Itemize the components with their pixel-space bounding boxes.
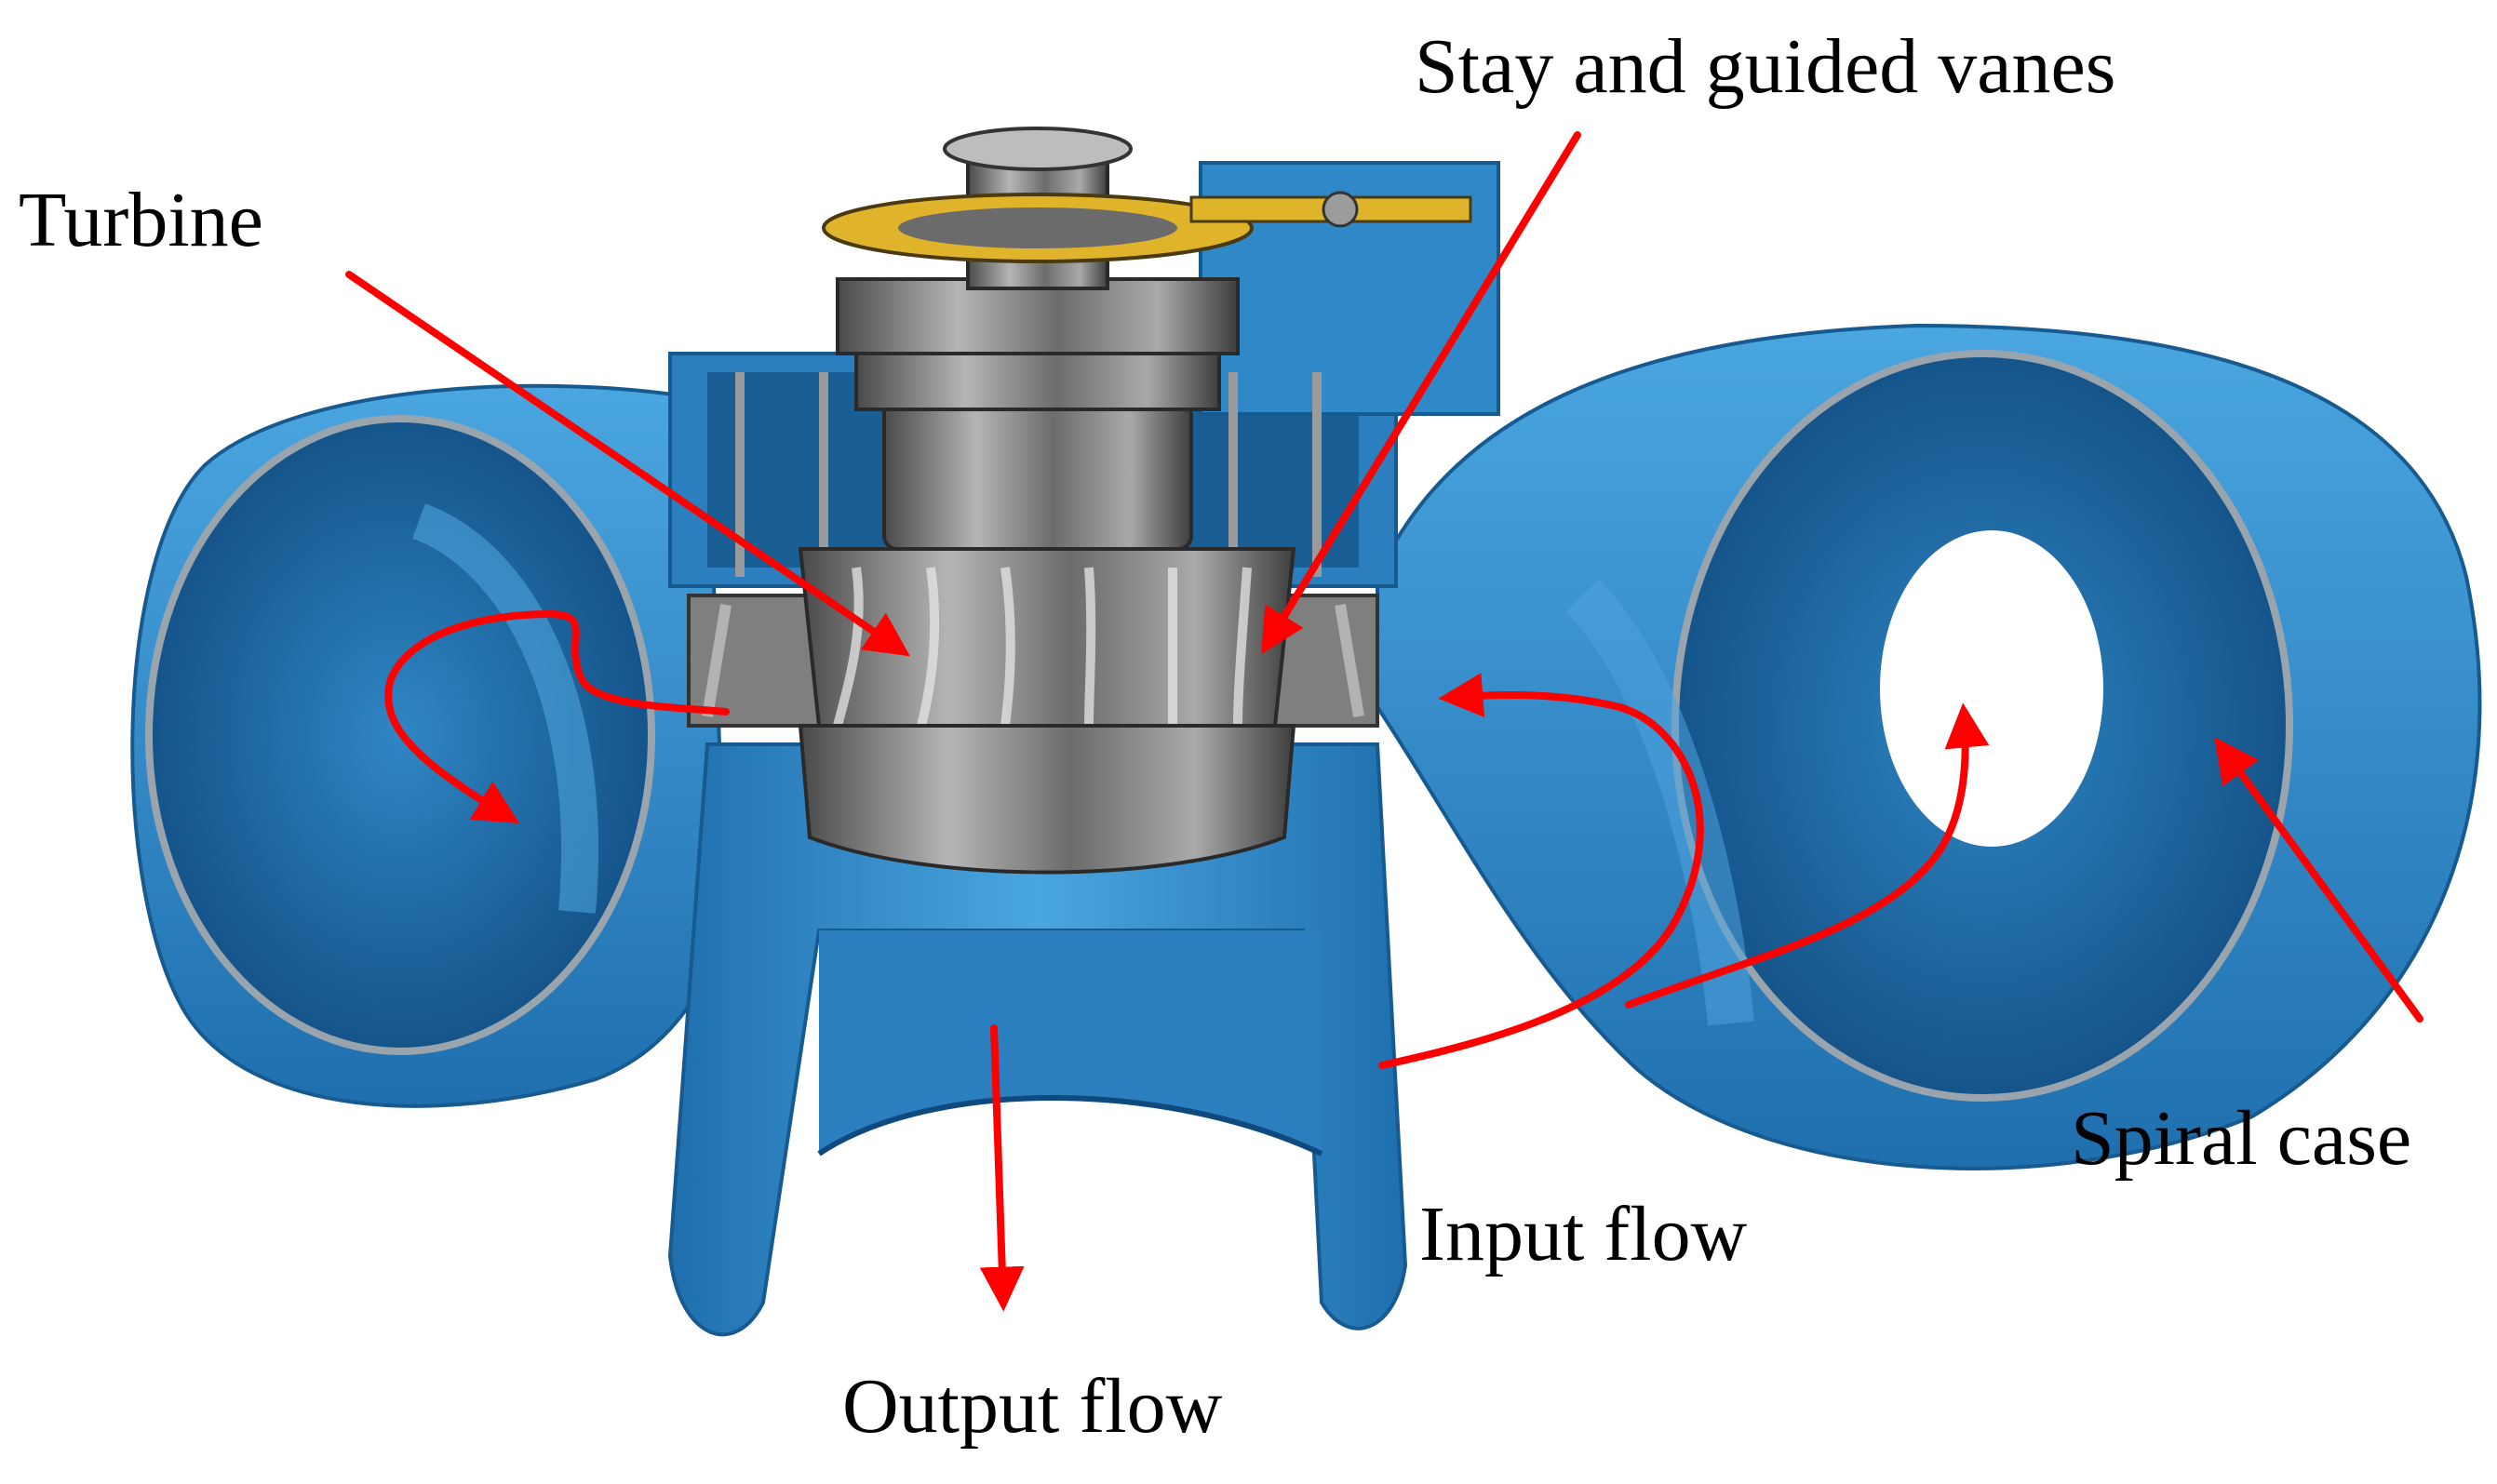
left-spiral-pipe	[130, 383, 729, 1108]
output-flow-arrow	[979, 1024, 1025, 1312]
input-flow-arrow	[1378, 673, 1704, 1069]
right-swirl-arrow	[1625, 702, 1990, 1009]
spiral-case-label: Spiral case	[2071, 1095, 2412, 1182]
stay-vanes-label: Stay and guided vanes	[1415, 23, 2116, 110]
turbine-label: Turbine	[19, 177, 263, 263]
stay-vanes-pointer-arrow	[1261, 131, 1581, 655]
turbine-pointer-arrow	[345, 271, 910, 657]
right-spiral-pipe	[1376, 323, 2482, 1170]
turbine-runner	[798, 547, 1296, 875]
output-flow-label: Output flow	[842, 1363, 1223, 1450]
regulating-ring	[822, 191, 1472, 263]
turbine-shaft	[836, 127, 1240, 551]
left-swirl-arrow	[384, 609, 730, 823]
spiral-case-pointer-arrow	[2214, 737, 2423, 1023]
draft-tube	[667, 742, 1408, 1337]
input-flow-label: Input flow	[1419, 1191, 1748, 1277]
